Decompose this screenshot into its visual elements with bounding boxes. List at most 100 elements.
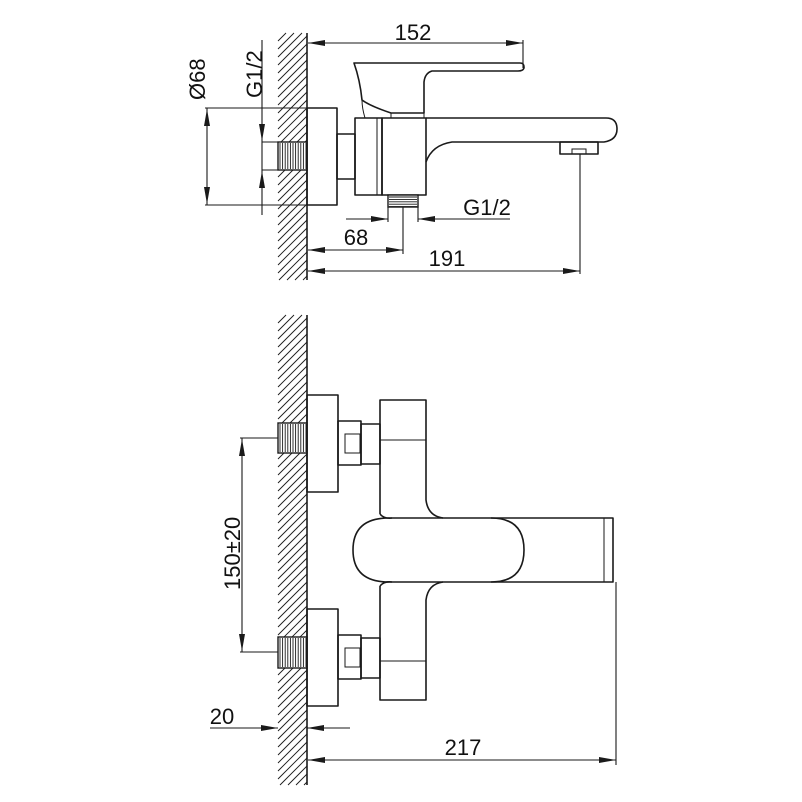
hatch-line bbox=[277, 397, 308, 428]
hatch-line bbox=[277, 373, 308, 404]
dim-152: 152 bbox=[308, 20, 524, 68]
body-front bbox=[379, 399, 444, 701]
hatch-line bbox=[277, 517, 308, 548]
hatch-line bbox=[277, 557, 308, 588]
front-view: 150±20 20 217 bbox=[210, 314, 617, 786]
hatch-line bbox=[277, 195, 308, 226]
hatch-line bbox=[277, 669, 308, 700]
oval-handle bbox=[352, 517, 525, 583]
connector-upper bbox=[337, 420, 362, 466]
dim-217: 217 bbox=[308, 582, 617, 765]
hatch-line bbox=[277, 741, 308, 772]
dim-label-diameter: Ø68 bbox=[185, 58, 210, 100]
hatch-line bbox=[277, 469, 308, 500]
hatch-line bbox=[277, 509, 308, 540]
lever-handle bbox=[353, 62, 525, 114]
hatch-line bbox=[277, 333, 308, 364]
hatch-line bbox=[277, 533, 308, 564]
hatch-line bbox=[277, 341, 308, 372]
dim-label-152: 152 bbox=[395, 20, 432, 45]
dim-inlet-thread: G1/2 bbox=[242, 40, 267, 215]
hatch-line bbox=[294, 267, 308, 281]
inlet-thread-lower bbox=[277, 636, 308, 669]
hatch-line bbox=[277, 32, 287, 42]
hatch-line bbox=[277, 35, 308, 66]
wall-hatch-bottom bbox=[277, 314, 308, 786]
hatch-line bbox=[277, 693, 308, 724]
hatch-line bbox=[277, 589, 308, 620]
hatch-line bbox=[277, 493, 308, 524]
hatch-line bbox=[277, 179, 308, 210]
hatch-line bbox=[277, 461, 308, 492]
hatch-line bbox=[277, 187, 308, 218]
dim-outlet-thread: G1/2 bbox=[346, 195, 511, 222]
hatch-line bbox=[277, 51, 308, 82]
hatch-line bbox=[277, 357, 308, 388]
hatch-line bbox=[277, 314, 287, 324]
hatch-line bbox=[277, 107, 308, 138]
flange-top bbox=[306, 107, 338, 206]
dim-label-68: 68 bbox=[344, 225, 368, 250]
dim-68: 68 bbox=[308, 207, 404, 254]
outlet-thread bbox=[387, 194, 419, 208]
hatch-line bbox=[277, 325, 308, 356]
body-main bbox=[381, 117, 427, 196]
hatch-line bbox=[277, 597, 308, 628]
dim-label-inlet-thread: G1/2 bbox=[242, 50, 267, 98]
body-side-block bbox=[354, 117, 383, 196]
hatch-line bbox=[277, 605, 308, 636]
hatch-line bbox=[277, 91, 308, 122]
hatch-line bbox=[287, 765, 308, 786]
dim-20: 20 bbox=[210, 704, 350, 731]
hatch-line bbox=[277, 685, 308, 716]
dim-191: 191 bbox=[308, 154, 581, 274]
hatch-line bbox=[277, 115, 308, 146]
dim-diameter-68: Ø68 bbox=[185, 58, 307, 206]
hatch-line bbox=[277, 453, 308, 484]
hatch-line bbox=[277, 477, 308, 508]
hatch-line bbox=[277, 32, 295, 50]
flange-lower bbox=[306, 608, 339, 707]
hatch-line bbox=[277, 541, 308, 572]
hatch-line bbox=[277, 59, 308, 90]
hatch-line bbox=[277, 43, 308, 74]
dim-label-20: 20 bbox=[210, 704, 234, 729]
dim-label-outlet-thread: G1/2 bbox=[463, 195, 511, 220]
hatch-line bbox=[277, 219, 308, 250]
dim-150: 150±20 bbox=[220, 437, 278, 653]
aerator bbox=[559, 141, 599, 155]
hatch-line bbox=[277, 581, 308, 612]
connector-lower bbox=[337, 634, 362, 680]
hatch-line bbox=[277, 389, 308, 420]
hatch-line bbox=[277, 381, 308, 412]
hatch-line bbox=[295, 773, 308, 786]
hatch-line bbox=[277, 75, 308, 106]
hatch-line bbox=[277, 525, 308, 556]
inlet-thread-upper bbox=[277, 422, 308, 454]
hatch-line bbox=[279, 757, 308, 786]
dim-label-191: 191 bbox=[429, 246, 466, 271]
hatch-line bbox=[278, 251, 308, 281]
hatch-line bbox=[277, 365, 308, 396]
hatch-line bbox=[277, 99, 308, 130]
hatch-line bbox=[277, 733, 308, 764]
hatch-line bbox=[277, 349, 308, 380]
hatch-line bbox=[277, 243, 308, 274]
hatch-line bbox=[277, 485, 308, 516]
hatch-line bbox=[277, 211, 308, 242]
hatch-line bbox=[277, 83, 308, 114]
hatch-line bbox=[277, 501, 308, 532]
hatch-line bbox=[277, 717, 308, 748]
dim-label-217: 217 bbox=[445, 735, 482, 760]
spout-side bbox=[425, 117, 618, 163]
hatch-line bbox=[277, 171, 308, 202]
hatch-line bbox=[277, 317, 308, 348]
hatch-line bbox=[277, 549, 308, 580]
hatch-line bbox=[277, 725, 308, 756]
hatch-line bbox=[277, 314, 295, 332]
hatch-line bbox=[277, 314, 303, 340]
inlet-thread-top bbox=[277, 141, 308, 171]
hatch-line bbox=[277, 701, 308, 732]
hatch-line bbox=[277, 203, 308, 234]
